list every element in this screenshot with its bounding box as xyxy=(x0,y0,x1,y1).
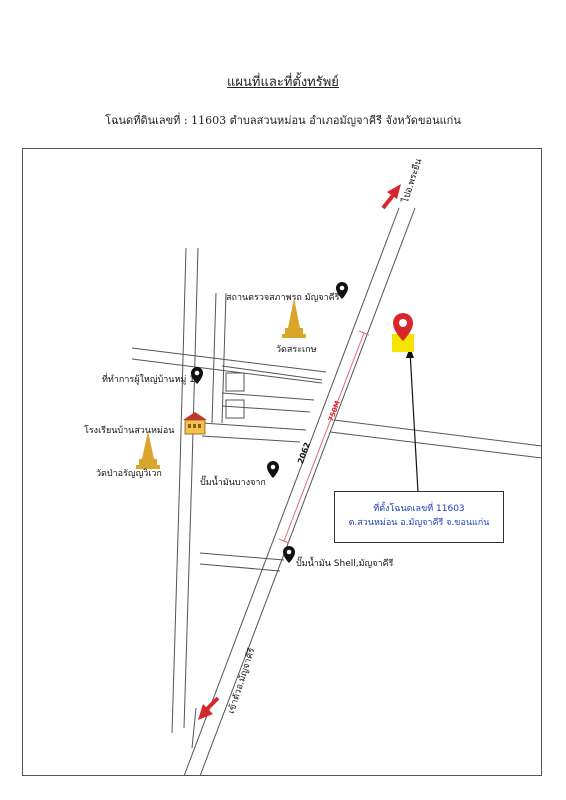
map-frame xyxy=(22,148,542,776)
info-line-1: ที่ตั้งโฉนดเลขที่ 11603 xyxy=(373,504,465,514)
deed-info-box: ที่ตั้งโฉนดเลขที่ 11603 ต.สวนหม่อน อ.มัญ… xyxy=(334,491,504,543)
label-inspection-station: สถานตรวจสภาพรถ มัญจาคีรี xyxy=(226,293,340,303)
arrow-icon xyxy=(381,184,401,210)
map-pin-icon xyxy=(283,546,295,563)
label-gas-shell: ปั๊มน้ำมัน Shell,มัญจาคีรี xyxy=(296,559,394,569)
lower-left-stub xyxy=(191,707,197,749)
pointer-line xyxy=(409,350,419,493)
inner-road-b xyxy=(221,292,227,424)
school-building-icon xyxy=(183,412,207,435)
left-road-a xyxy=(179,247,187,469)
h-road-3b xyxy=(221,405,311,413)
page-title: แผนที่และที่ตั้งทรัพย์ xyxy=(227,75,339,90)
h-road-3a xyxy=(221,392,315,401)
highway-right-edge xyxy=(199,207,416,776)
east-road-a xyxy=(333,419,542,447)
label-wat-sra-ket: วัดสระเกษ xyxy=(276,345,317,355)
map-pin-icon xyxy=(267,461,279,478)
lower-road-b xyxy=(199,563,281,572)
distance-line xyxy=(283,332,365,542)
east-road-b xyxy=(329,431,542,459)
left-lower-road-b xyxy=(171,467,181,734)
h-road-2 xyxy=(221,365,323,381)
left-road-b xyxy=(191,247,199,469)
label-wat-pa: วัดป่าอรัญญวิเวก xyxy=(96,469,162,479)
target-parcel xyxy=(392,334,414,352)
temple-icon xyxy=(136,431,160,469)
h-road-4a xyxy=(201,422,307,431)
lower-road-a xyxy=(199,552,285,561)
deed-subtitle: โฉนดที่ดินเลขที่ : 11603 ตำบลสวนหม่อน อำ… xyxy=(105,114,461,127)
h-road-1a xyxy=(131,347,327,373)
temple-icon xyxy=(282,298,306,338)
arrow-icon xyxy=(198,696,220,720)
h-road-1b xyxy=(131,358,323,384)
info-line-2: ต.สวนหม่อน อ.มัญจาคีรี จ.ขอนแก่น xyxy=(348,518,490,528)
label-school: โรงเรียนบ้านสวนหม่อน xyxy=(84,426,175,436)
map-pin-icon xyxy=(191,367,203,384)
label-gas-bang-chak: ปั๊มน้ำมันบางจาก xyxy=(200,478,266,488)
label-village-head-office: ที่ทำการผู้ใหญ่บ้านหมู่ 1 xyxy=(102,375,195,385)
map-pin-icon xyxy=(336,282,348,299)
block-1 xyxy=(225,372,245,392)
left-lower-road-a xyxy=(183,467,193,729)
highway-left-edge xyxy=(183,207,400,776)
map-canvas xyxy=(131,184,542,776)
h-road-4b xyxy=(201,435,301,443)
block-2 xyxy=(225,399,245,419)
map-pin-icon xyxy=(393,313,413,341)
